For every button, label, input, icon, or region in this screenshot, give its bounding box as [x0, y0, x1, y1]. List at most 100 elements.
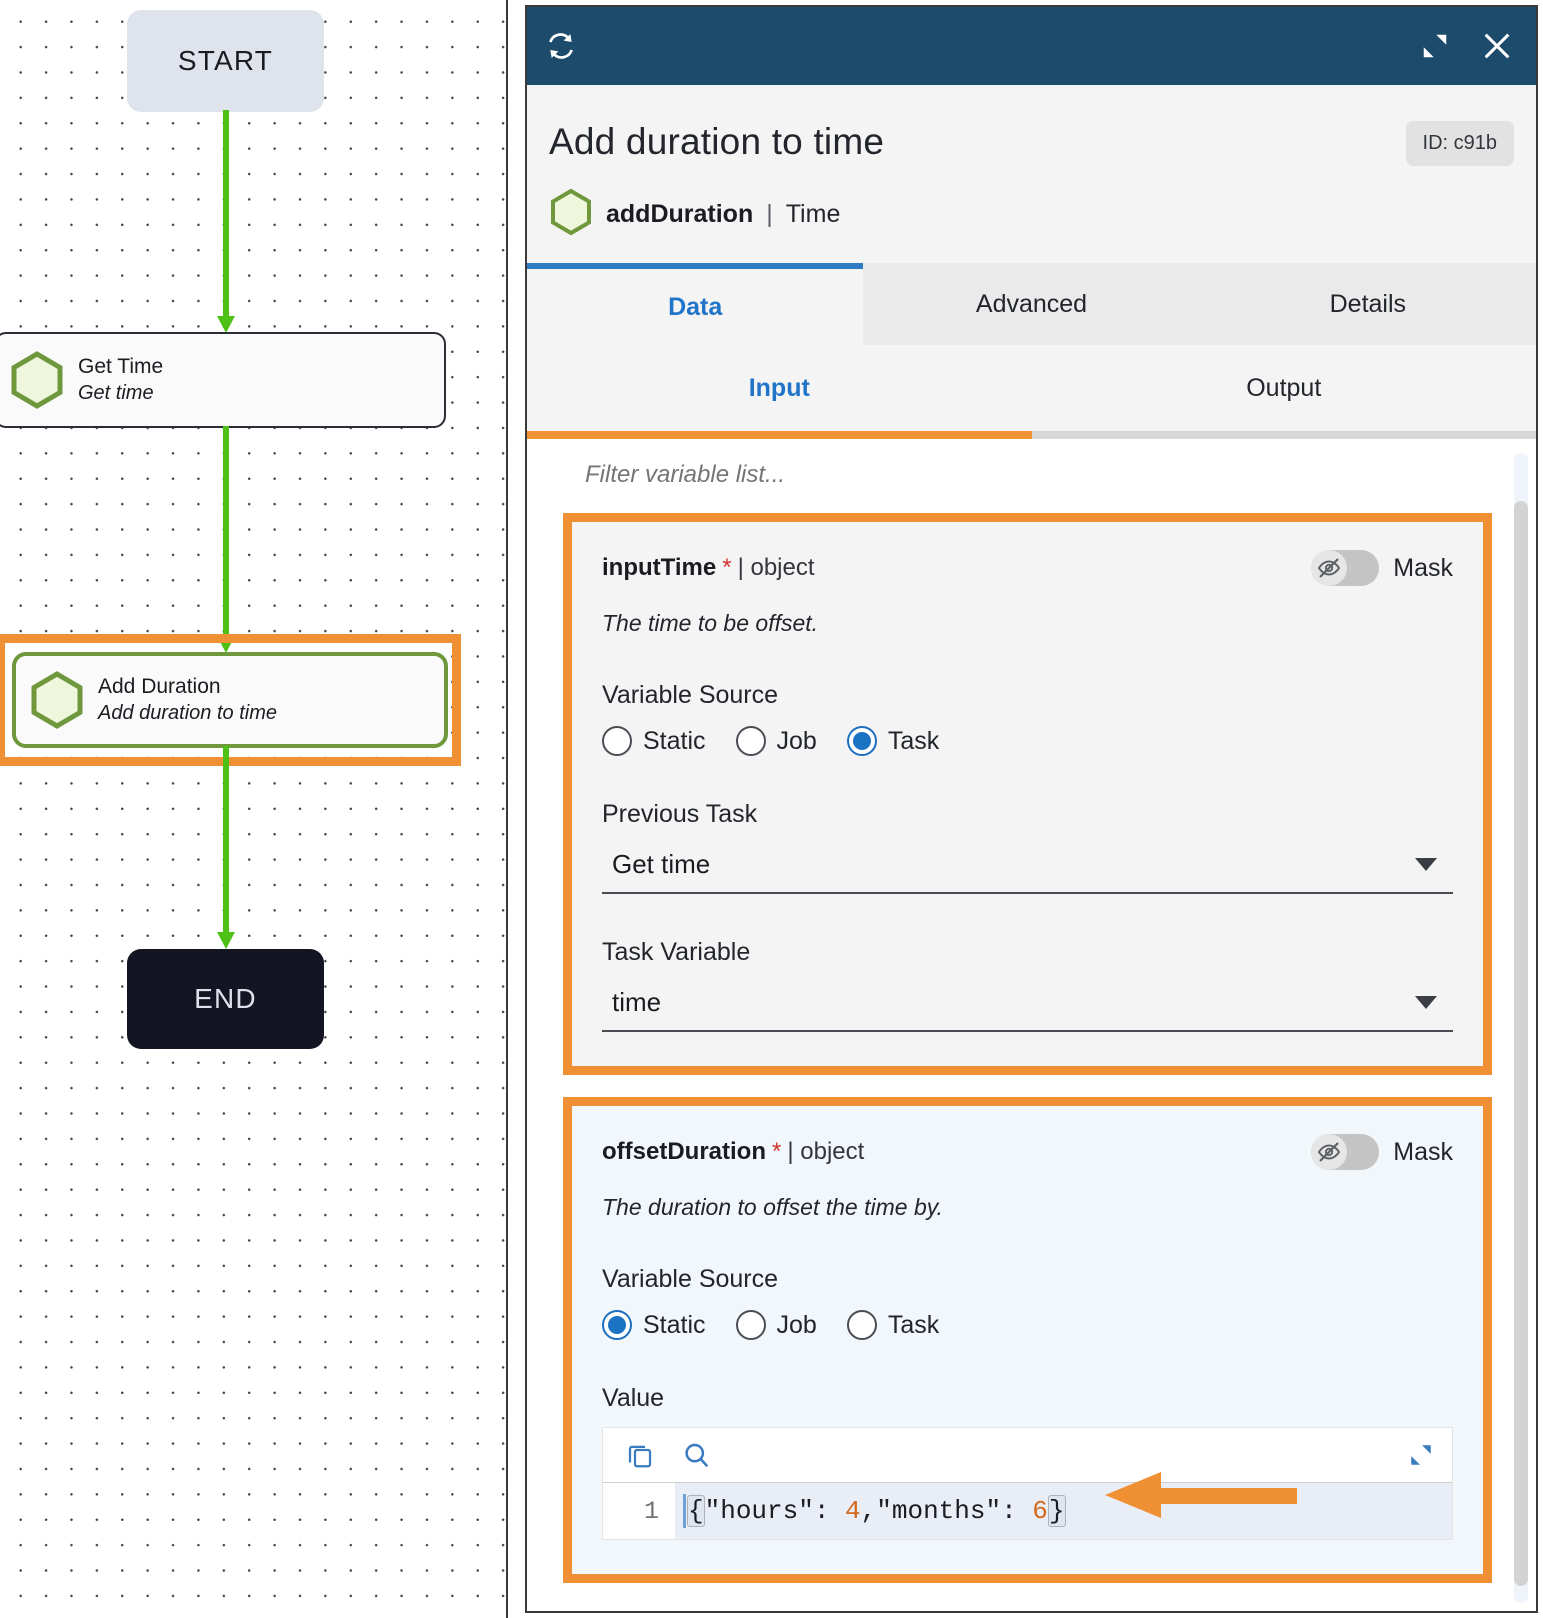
flow-node-add-duration[interactable]: Add Duration Add duration to time	[12, 652, 448, 748]
radio-static[interactable]: Static	[602, 1310, 706, 1340]
code-content[interactable]: {"hours": 4,"months": 6}	[675, 1483, 1452, 1539]
hexagon-icon	[10, 351, 64, 409]
mask-label: Mask	[1393, 553, 1453, 582]
variable-name: offsetDuration	[602, 1138, 766, 1165]
variable-description: The duration to offset the time by.	[602, 1194, 943, 1220]
code-token-value-months: 6	[1032, 1496, 1048, 1526]
variable-source-radio-group: Static Job Task	[602, 1310, 1453, 1340]
task-variable-value: time	[612, 987, 662, 1017]
variable-card-inputtime: inputTime * | object	[572, 522, 1483, 1066]
mask-label: Mask	[1393, 1137, 1453, 1166]
code-editor[interactable]: 1 {"hours": 4,"months": 6}	[602, 1427, 1453, 1540]
secondary-tabs-underline	[527, 431, 1536, 439]
search-icon[interactable]	[681, 1440, 711, 1470]
flow-node-end[interactable]: END	[127, 949, 324, 1049]
previous-task-dropdown[interactable]: Get time	[602, 841, 1453, 894]
selection-annotation-add-duration	[0, 634, 461, 766]
radio-circle-icon	[735, 726, 766, 756]
eye-off-icon	[1311, 550, 1348, 586]
node-category: Time	[785, 200, 841, 228]
chevron-down-icon	[1415, 996, 1437, 1009]
eye-off-icon	[1311, 1134, 1348, 1170]
tab-output[interactable]: Output	[1246, 373, 1322, 402]
tab-details[interactable]: Details	[1199, 263, 1536, 345]
code-token-key-hours: "hours":	[704, 1496, 846, 1526]
radio-task[interactable]: Task	[846, 1310, 940, 1340]
connector-start-to-gettime	[217, 110, 235, 334]
page-title: Add duration to time	[549, 121, 885, 162]
radio-job[interactable]: Job	[735, 726, 817, 756]
variable-card-offsetduration: offsetDuration * | object	[572, 1106, 1483, 1574]
flow-node-subtitle: Add duration to time	[98, 702, 277, 725]
code-token-brace-open: {	[687, 1495, 705, 1527]
mask-toggle[interactable]	[1311, 1134, 1380, 1170]
flow-node-get-time[interactable]: Get Time Get time	[0, 332, 446, 428]
radio-static[interactable]: Static	[602, 726, 706, 756]
search-input[interactable]	[585, 461, 1470, 489]
scrollbar-thumb[interactable]	[1514, 501, 1528, 1586]
primary-tabs: Data Advanced Details	[527, 263, 1536, 345]
connector-gettime-to-addduration	[217, 426, 235, 654]
required-marker: *	[722, 554, 732, 581]
end-node-label: END	[194, 983, 257, 1014]
panel-content: inputTime * | object	[527, 439, 1536, 1611]
code-editor-toolbar	[603, 1428, 1452, 1483]
flow-node-title: Get Time	[78, 354, 164, 378]
text-cursor	[683, 1494, 686, 1528]
variable-description: The time to be offset.	[602, 610, 819, 636]
connector-addduration-to-end	[217, 746, 235, 951]
code-token-brace-close: }	[1047, 1495, 1066, 1527]
radio-circle-icon	[846, 1310, 877, 1340]
radio-job[interactable]: Job	[735, 1310, 817, 1340]
tab-input[interactable]: Input	[748, 373, 810, 402]
refresh-icon[interactable]	[545, 30, 577, 62]
code-token-value-hours: 4	[845, 1496, 861, 1526]
radio-label: Task	[887, 1310, 940, 1339]
line-number: 1	[603, 1483, 675, 1539]
flow-node-title: Add Duration	[98, 674, 221, 698]
variable-card-highlight-offsetduration: offsetDuration * | object	[563, 1097, 1492, 1583]
tab-advanced[interactable]: Advanced	[863, 263, 1200, 345]
task-variable-dropdown[interactable]: time	[602, 979, 1453, 1032]
radio-circle-icon	[602, 726, 632, 756]
variable-source-radio-group: Static Job Task	[602, 726, 1453, 756]
copy-icon[interactable]	[625, 1440, 655, 1470]
task-config-panel: Add duration to time ID: c91b addDuratio…	[525, 5, 1538, 1613]
close-icon[interactable]	[1480, 29, 1514, 63]
expand-icon[interactable]	[1408, 1442, 1434, 1468]
variable-source-label: Variable Source	[602, 681, 779, 709]
hexagon-icon	[30, 671, 84, 729]
chevron-down-icon	[1415, 858, 1437, 871]
variable-source-label: Variable Source	[602, 1265, 779, 1293]
radio-label: Task	[887, 726, 940, 755]
radio-label: Static	[643, 1310, 706, 1339]
start-node-label: START	[177, 45, 274, 76]
node-type-name: addDuration	[606, 200, 754, 228]
variable-type: | object	[787, 1138, 865, 1165]
task-variable-label: Task Variable	[602, 938, 751, 966]
panel-header: Add duration to time ID: c91b addDuratio…	[527, 85, 1536, 241]
task-id-badge: ID: c91b	[1405, 121, 1514, 166]
flow-node-start[interactable]: START	[127, 10, 324, 112]
annotation-arrow-code-value	[1105, 1472, 1297, 1518]
previous-task-label: Previous Task	[602, 800, 758, 828]
required-marker: *	[772, 1138, 782, 1165]
flow-node-subtitle: Get time	[78, 382, 154, 405]
radio-label: Job	[776, 1310, 817, 1339]
radio-label: Job	[776, 726, 817, 755]
code-line-row[interactable]: 1 {"hours": 4,"months": 6}	[603, 1483, 1452, 1539]
value-label: Value	[602, 1384, 665, 1412]
content-scrollbar[interactable]	[1514, 453, 1528, 1603]
flow-canvas[interactable]: START Get Time Get time	[0, 0, 508, 1618]
radio-circle-icon	[735, 1310, 766, 1340]
radio-circle-selected-icon	[602, 1310, 632, 1340]
previous-task-value: Get time	[612, 849, 711, 879]
hexagon-icon	[549, 188, 593, 241]
mask-toggle[interactable]	[1311, 550, 1380, 586]
radio-task[interactable]: Task	[846, 726, 940, 756]
radio-circle-selected-icon	[846, 726, 877, 756]
code-token-key-months: ,"months":	[860, 1496, 1033, 1526]
expand-icon[interactable]	[1420, 31, 1450, 61]
variable-name: inputTime	[602, 554, 717, 581]
tab-data[interactable]: Data	[527, 263, 864, 345]
